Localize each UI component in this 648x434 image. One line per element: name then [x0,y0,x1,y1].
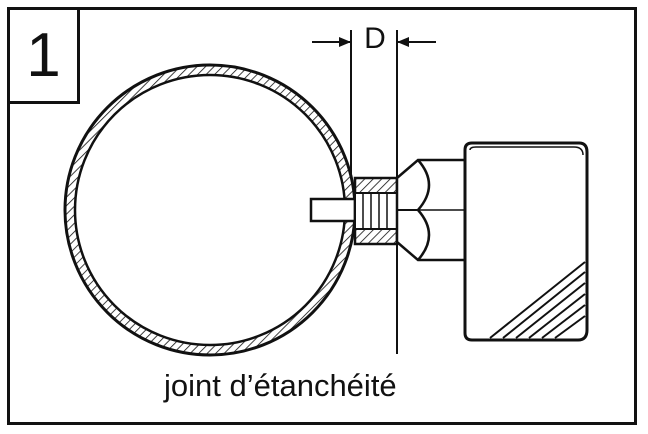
weld-boss [353,176,399,246]
dimension-d-indicator [312,30,436,354]
sensor-probe-tip [309,197,357,223]
dimension-d-label: D [364,22,386,55]
sensor-housing [463,141,589,342]
hex-nut [395,158,467,262]
seal-caption-text: joint d’étanchéité [164,368,397,403]
pipe-cross-section [63,63,357,357]
step-number: 1 [26,20,61,90]
step-number-box: 1 [10,10,80,104]
